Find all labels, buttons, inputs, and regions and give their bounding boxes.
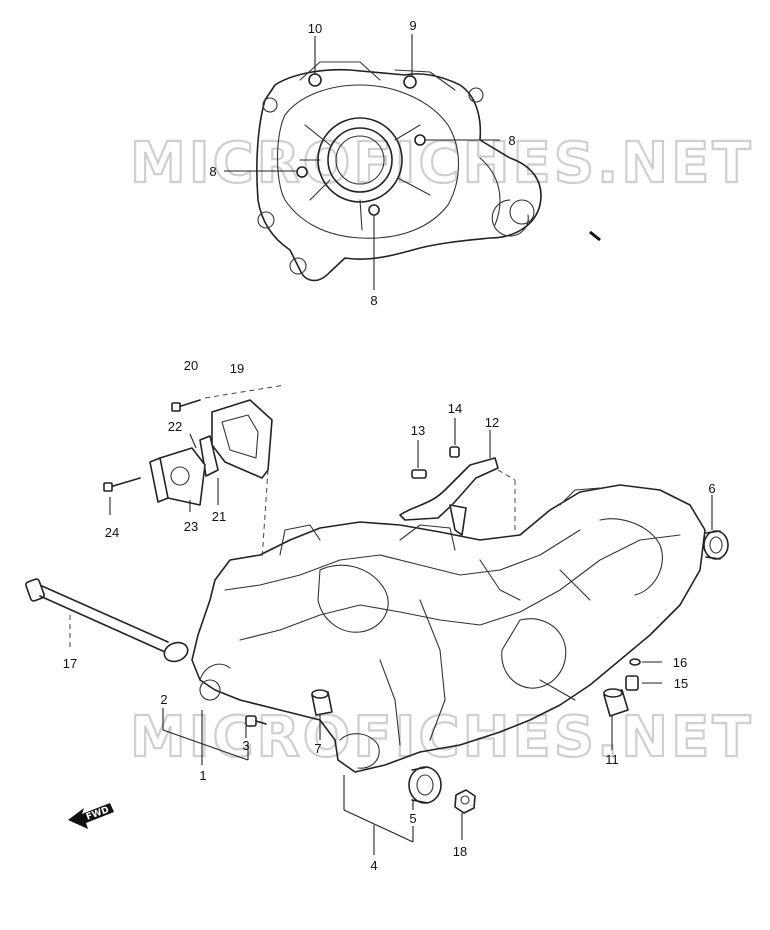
callout-14: 14 [448, 401, 462, 416]
crankcase-body-part [191, 484, 706, 773]
watermark-bottom: MICROFICHES.NET [130, 705, 754, 770]
callout-10: 10 [308, 21, 322, 36]
dowel-7 [311, 689, 333, 716]
callout-8-bottom: 8 [370, 293, 377, 308]
fwd-arrow-icon: FWD [68, 803, 114, 829]
callout-15: 15 [674, 676, 688, 691]
bolt-15-washer-16 [625, 658, 641, 691]
watermark-top: MICROFICHES.NET [130, 131, 754, 196]
callout-8-right: 8 [508, 133, 515, 148]
through-bolt-17 [25, 578, 189, 663]
callout-8-left: 8 [209, 164, 216, 179]
callout-13: 13 [411, 423, 425, 438]
fwd-label: FWD [85, 805, 111, 822]
screw-3 [245, 715, 267, 727]
crankcase-cover-part [256, 61, 542, 282]
bearing-5 [408, 766, 442, 804]
callout-2: 2 [160, 692, 167, 707]
callout-17: 17 [63, 656, 77, 671]
callout-16: 16 [673, 655, 687, 670]
callout-5: 5 [409, 811, 416, 826]
callout-24: 24 [105, 525, 119, 540]
callout-12: 12 [485, 415, 499, 430]
dowel-11 [603, 688, 629, 717]
callout-21: 21 [212, 509, 226, 524]
callout-19: 19 [230, 361, 244, 376]
callout-7: 7 [314, 741, 321, 756]
bracket-assembly [399, 446, 499, 536]
callout-22: 22 [168, 419, 182, 434]
nut-18 [454, 789, 476, 814]
callout-20: 20 [184, 358, 198, 373]
bolt-hole-8-left [296, 166, 308, 178]
callout-3: 3 [242, 738, 249, 753]
bolt-hole-8-bottom [368, 204, 380, 216]
callout-23: 23 [184, 519, 198, 534]
callout-4: 4 [370, 858, 377, 873]
bolt-hole-9 [403, 75, 417, 89]
callout-1: 1 [199, 768, 206, 783]
bearing-6 [703, 530, 729, 560]
callout-18: 18 [453, 844, 467, 859]
callout-6: 6 [708, 481, 715, 496]
intake-assembly [103, 399, 273, 506]
bolt-hole-10 [308, 73, 322, 87]
callout-9: 9 [409, 18, 416, 33]
callout-11: 11 [605, 752, 619, 767]
